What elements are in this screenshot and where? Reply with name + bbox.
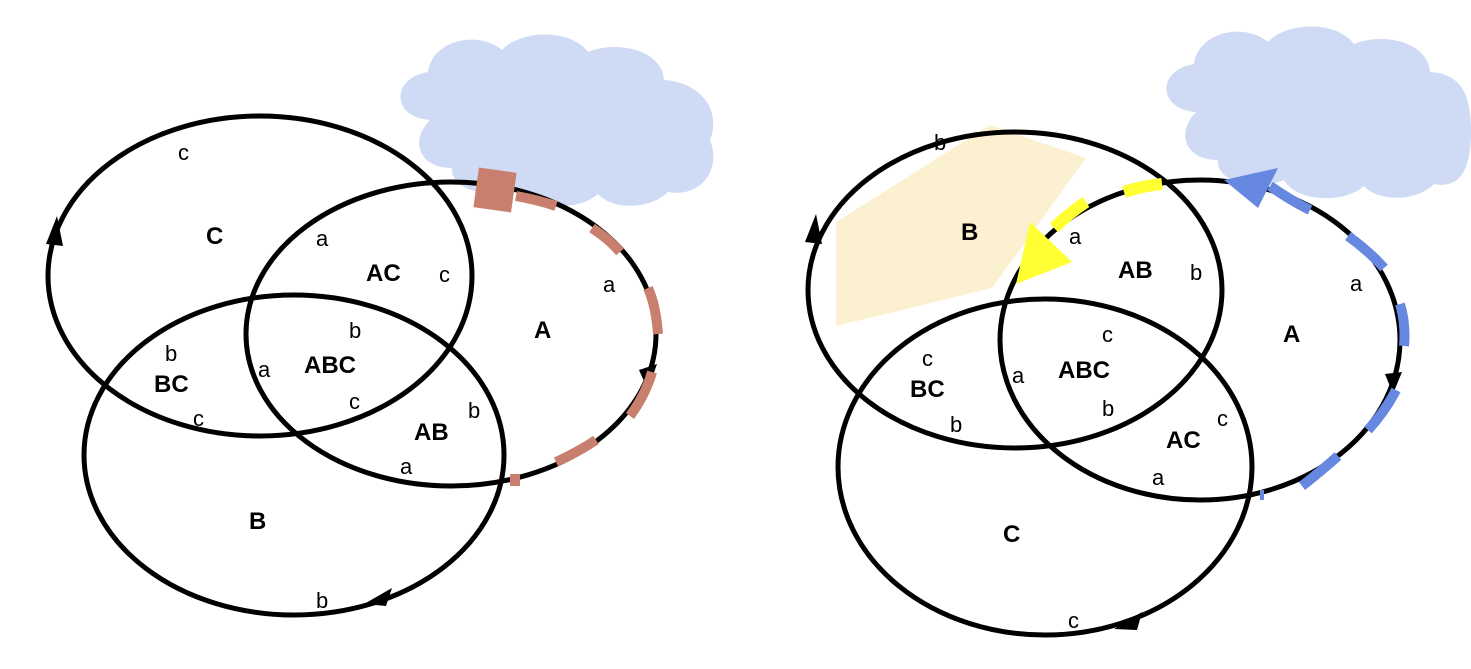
set-c-ellipse (835, 296, 1255, 638)
arrowhead-c (46, 216, 63, 246)
right-edge-label: b (1102, 396, 1114, 421)
left-edge-label: c (439, 262, 450, 287)
right-region-b: B (961, 219, 978, 246)
right-edge-label: b (1190, 260, 1202, 285)
left-edge-label: c (178, 140, 189, 165)
right-region-bc: BC (910, 376, 945, 403)
right-edge-label: c (922, 346, 933, 371)
left-edge-label: a (603, 272, 616, 297)
right-region-c: C (1003, 521, 1020, 548)
right-region-abc: ABC (1058, 357, 1110, 384)
right-region-ab: AB (1118, 257, 1153, 284)
highlight-arrow (1016, 178, 1163, 284)
right-edge-label: a (1152, 465, 1165, 490)
left-edge-label: c (349, 389, 360, 414)
right-diagram: B AB A BC ABC AC C b a b a c c a b b c a… (805, 26, 1471, 638)
arrowhead-b (805, 214, 822, 244)
arrow-icon (1016, 222, 1072, 284)
right-edge-label: c (1217, 406, 1228, 431)
right-region-a: A (1283, 321, 1300, 348)
highlight-region (836, 125, 1086, 326)
left-edge-label: a (400, 454, 413, 479)
right-edge-label: c (1068, 608, 1079, 633)
arrowhead-c (1114, 612, 1142, 630)
cloud-icon (1166, 26, 1471, 199)
right-edge-label: a (1069, 224, 1082, 249)
right-edge-label: a (1350, 271, 1363, 296)
left-region-ac: AC (366, 260, 401, 287)
left-edge-label: a (316, 226, 329, 251)
right-region-ac: AC (1166, 427, 1201, 454)
left-edge-label: b (468, 398, 480, 423)
set-c-ellipse (45, 113, 475, 439)
left-diagram: C AC A BC ABC AB B c a c a b b a c c b a… (45, 34, 714, 618)
left-region-ab: AB (414, 419, 449, 446)
right-path-end-block (1260, 490, 1264, 500)
arrowhead-b (364, 588, 392, 606)
left-edge-label: c (193, 406, 204, 431)
right-edge-label: a (1012, 363, 1025, 388)
left-region-b: B (249, 508, 266, 535)
left-path-segments (473, 167, 663, 486)
left-path-start-block (473, 167, 517, 213)
right-edge-label: c (1102, 322, 1113, 347)
left-region-bc: BC (154, 371, 189, 398)
arrowhead-a (1385, 372, 1402, 394)
left-path-end-block (510, 474, 520, 486)
left-edge-label: b (316, 588, 328, 613)
right-edge-label: b (950, 412, 962, 437)
right-path-start-arrow (1224, 168, 1278, 208)
left-region-abc: ABC (304, 352, 356, 379)
left-edge-label: b (349, 318, 361, 343)
left-region-c: C (206, 223, 223, 250)
left-edge-label: b (165, 341, 177, 366)
left-edge-label: a (258, 357, 271, 382)
set-b-ellipse (805, 129, 1225, 451)
left-region-a: A (534, 317, 551, 344)
right-edge-label: b (934, 130, 946, 155)
cloud-icon (400, 34, 714, 207)
right-path-segments (1224, 168, 1410, 500)
set-b-ellipse (81, 292, 507, 618)
